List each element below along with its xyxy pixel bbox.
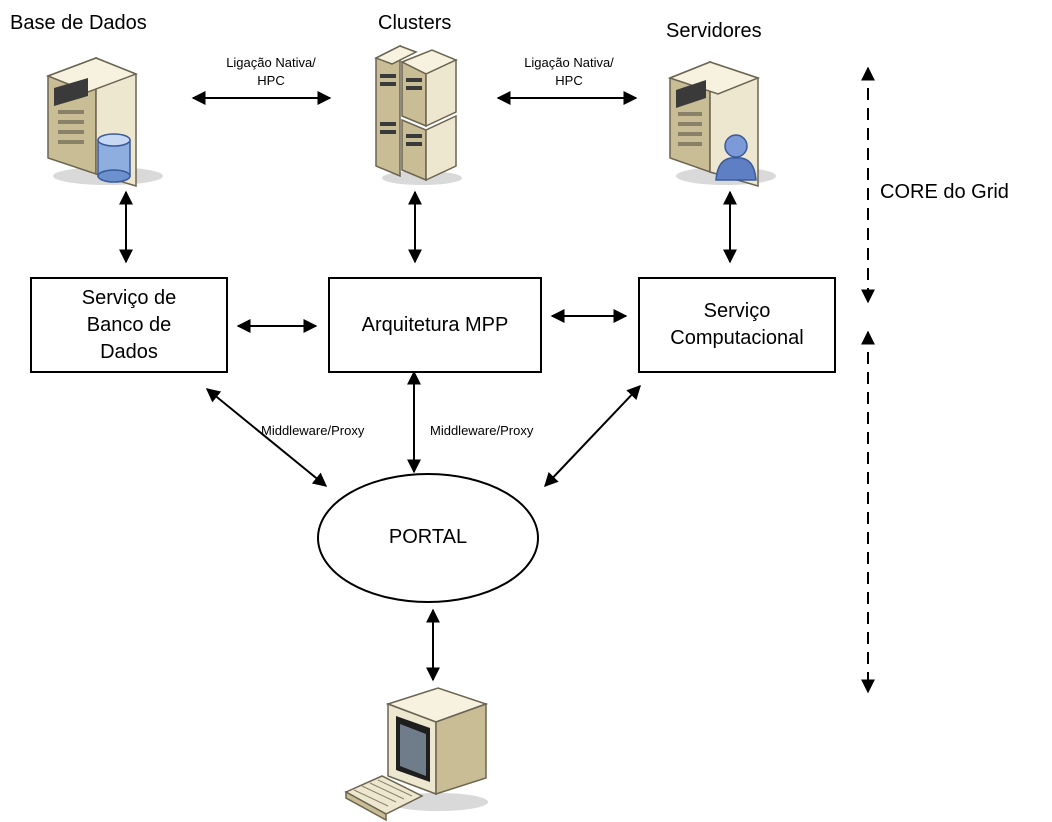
- middleware-label-center: Middleware/Proxy: [430, 423, 534, 438]
- mpp-box: Arquitetura MPP: [328, 277, 542, 373]
- cluster-servers-icon: [374, 44, 462, 185]
- core-grid-label: CORE do Grid: [880, 181, 1009, 203]
- portal-ellipse: [317, 473, 539, 603]
- user-server-icon: [667, 60, 776, 187]
- portal-label: PORTAL: [388, 526, 468, 548]
- native-link-label-right: Ligação Nativa/ HPC: [524, 55, 614, 88]
- compute-service-box: Serviço Computacional: [638, 277, 836, 373]
- db-service-box: Serviço de Banco de Dados: [30, 277, 228, 373]
- database-title: Base de Dados: [10, 12, 147, 34]
- workstation-computer-icon: [344, 687, 489, 822]
- arrow-compute-portal: [544, 384, 641, 488]
- clusters-title: Clusters: [378, 12, 452, 34]
- compute-service-label: Serviço Computacional: [670, 300, 804, 349]
- servers-title: Servidores: [666, 20, 762, 42]
- mpp-label: Arquitetura MPP: [361, 313, 509, 336]
- database-server-icon: [45, 56, 163, 188]
- arrow-dbservice-portal: [205, 388, 328, 487]
- middleware-label-left: Middleware/Proxy: [261, 423, 365, 438]
- native-link-label-left: Ligação Nativa/ HPC: [226, 55, 316, 88]
- db-service-label: Serviço de Banco de Dados: [81, 286, 177, 363]
